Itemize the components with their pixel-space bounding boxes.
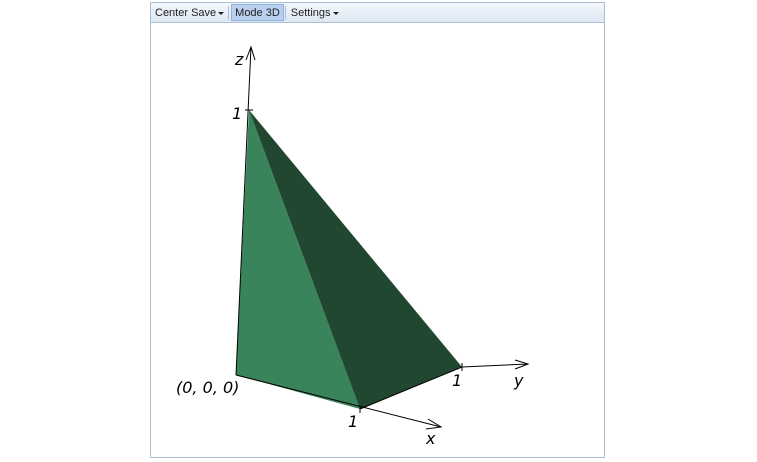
chevron-down-icon [332, 12, 339, 15]
toolbar-separator [228, 5, 230, 20]
z-tick-label: 1 [232, 104, 242, 123]
mode-3d-label: Mode 3D [235, 6, 280, 19]
z-axis [235, 45, 256, 376]
x-tick-label: 1 [348, 412, 358, 431]
x-axis-label: x [425, 429, 436, 448]
tetrahedron-side-face [249, 110, 462, 409]
toolbar: Center Save Mode 3D Settings [151, 3, 604, 23]
origin-label: (0, 0, 0) [176, 378, 239, 397]
mode-3d-button[interactable]: Mode 3D [231, 4, 284, 21]
y-axis [359, 359, 530, 410]
settings-menu[interactable]: Settings [288, 5, 342, 21]
y-tick-label: 1 [452, 371, 462, 390]
toolbar-separator [284, 5, 286, 20]
center-save-menu[interactable]: Center Save [152, 5, 227, 21]
z-axis-label: z [234, 50, 244, 69]
tetrahedron-front-face [236, 110, 360, 409]
y-axis-label: y [513, 371, 524, 390]
chevron-down-icon [218, 12, 225, 15]
center-save-label: Center Save [155, 6, 217, 19]
settings-label: Settings [290, 6, 331, 19]
